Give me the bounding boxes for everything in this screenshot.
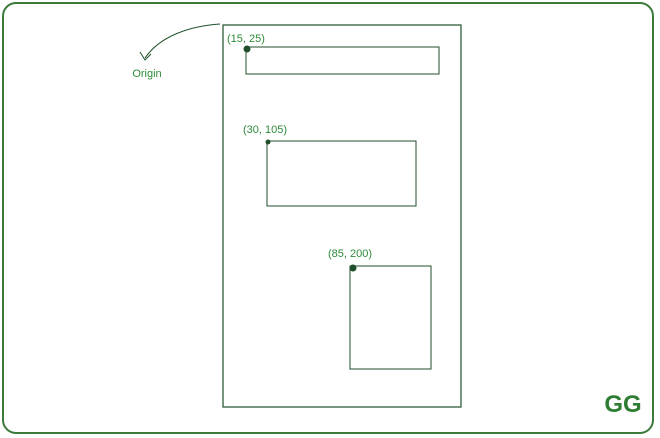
rectangle-3 xyxy=(349,265,432,370)
rectangle-2-coordinates: (30, 105) xyxy=(243,124,287,136)
origin-label: Origin xyxy=(132,68,161,80)
origin-arrow-head xyxy=(139,51,152,61)
rectangle-1 xyxy=(245,46,440,75)
rectangle-2-corner-dot xyxy=(265,139,271,145)
rectangle-2 xyxy=(266,140,417,207)
rectangle-1-coordinates: (15, 25) xyxy=(227,33,265,45)
rectangle-3-corner-dot xyxy=(349,264,357,272)
brand-logo: GG xyxy=(604,391,641,418)
origin-arrow xyxy=(144,23,221,59)
container-rect xyxy=(222,24,462,408)
rectangle-1-corner-dot xyxy=(243,45,251,53)
rectangle-3-coordinates: (85, 200) xyxy=(328,248,372,260)
